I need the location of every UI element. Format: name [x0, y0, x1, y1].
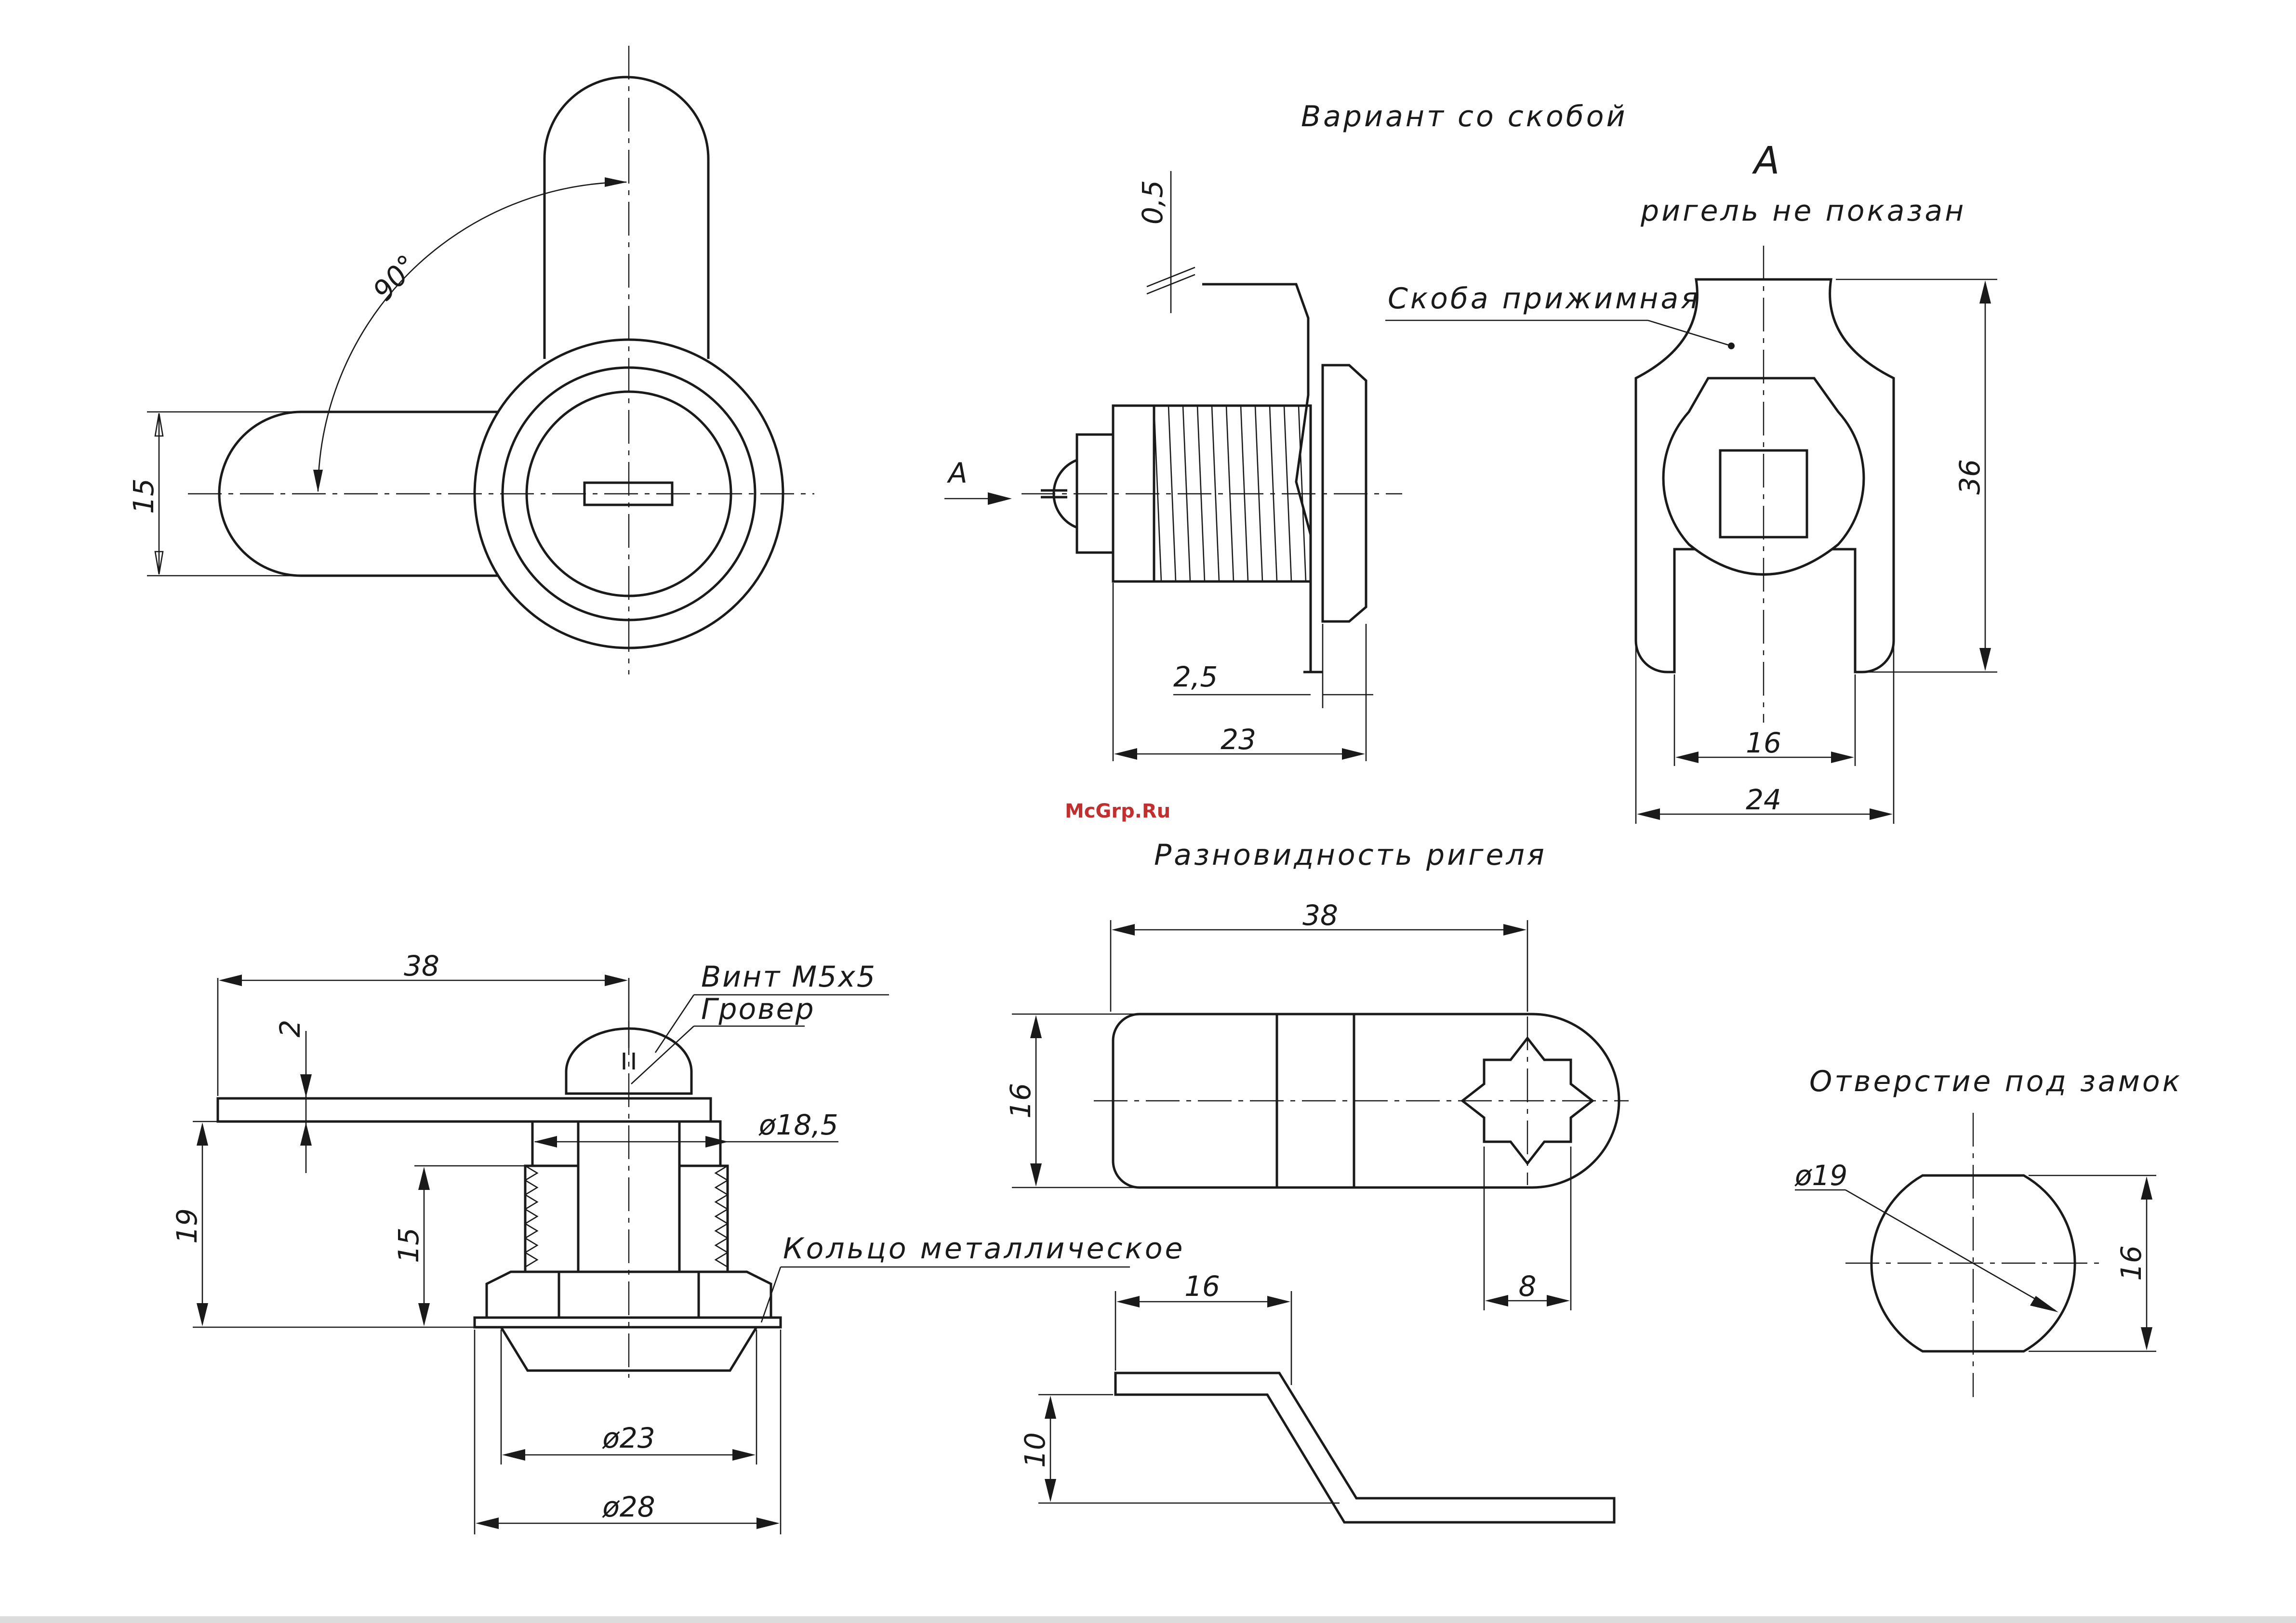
dim-square-size: 8	[1519, 1270, 1537, 1303]
bottom-bar	[0, 1616, 2296, 1623]
side-view: Вариант со скобой А 0,5	[944, 100, 1627, 761]
dim-inner-width: 16	[1746, 726, 1781, 759]
clamp-bracket-label: Скоба прижимная	[1388, 282, 1700, 316]
vertical-bolt-outline	[544, 77, 708, 359]
bolt-not-shown-label: ригель не показан	[1640, 194, 1966, 228]
dim-bolt-length: 38	[1302, 899, 1338, 932]
dim-outer-width: 24	[1746, 783, 1781, 816]
dim-step-offset: 10	[1019, 1432, 1051, 1468]
view-a: А ригель не показан Скоба прижимная 36 1…	[1385, 139, 1997, 824]
dim-step-length: 16	[1184, 1270, 1220, 1303]
front-view: 15 90°	[127, 46, 814, 674]
grover-label: Гровер	[701, 992, 815, 1026]
bolt-plate	[218, 1098, 711, 1122]
screw-label: Винт М5х5	[701, 960, 876, 994]
dim-front-height: 15	[127, 478, 160, 514]
dim-hole-flat: 16	[2115, 1245, 2148, 1281]
dim-bracket-thickness: 0,5	[1136, 180, 1169, 224]
dim-thread-diameter: ø18,5	[758, 1108, 838, 1141]
title-variant-with-bracket: Вариант со скобой	[1301, 100, 1627, 133]
bolt-variant: Разновидность ригеля 38 16 8 16	[1004, 838, 1629, 1522]
bolt-step-profile	[1115, 1373, 1614, 1522]
dim-bolt-width: 16	[1004, 1083, 1037, 1119]
view-a-label: А	[1752, 139, 1782, 183]
dim-thread-length: 15	[392, 1227, 425, 1263]
lock-hole-title: Отверстие под замок	[1809, 1065, 2182, 1098]
metal-ring-label: Кольцо металлическое	[783, 1232, 1185, 1266]
dim-bracket-height: 36	[1953, 459, 1986, 495]
metal-ring	[475, 1318, 781, 1327]
dim-ring-diameter: ø28	[602, 1491, 655, 1523]
dim-body-length: 23	[1221, 723, 1256, 756]
dim-gap: 2,5	[1173, 660, 1218, 693]
dim-plate-thickness: 2	[274, 1020, 306, 1038]
lock-hole: Отверстие под замок ø19 16	[1794, 1065, 2182, 1397]
bolt-variant-title: Разновидность ригеля	[1154, 838, 1547, 872]
dim-hole-diameter: ø19	[1794, 1159, 1847, 1192]
dim-overall-height: 19	[171, 1208, 203, 1244]
dim-flange-diameter: ø23	[602, 1422, 655, 1454]
dim-angle: 90°	[366, 249, 424, 307]
watermark: McGrp.Ru	[1065, 800, 1170, 822]
arrow-a-label: А	[946, 457, 968, 489]
dim-side-length: 38	[404, 950, 439, 982]
